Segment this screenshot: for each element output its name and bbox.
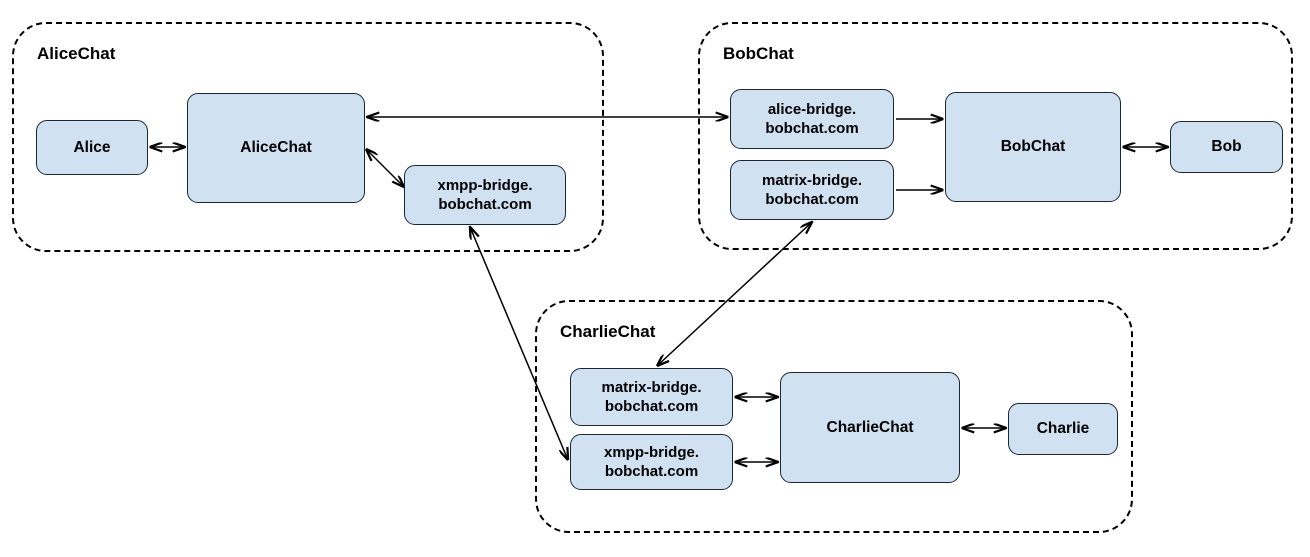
node-bobchat[interactable]: BobChat bbox=[945, 92, 1121, 202]
group-bobchat-group bbox=[698, 22, 1293, 250]
group-label-bobchat-group: BobChat bbox=[723, 44, 794, 63]
node-label-bob-alice-bridge: alice-bridge. bobchat.com bbox=[765, 100, 859, 137]
node-label-bob-matrix-bridge: matrix-bridge. bobchat.com bbox=[761, 171, 863, 208]
node-charlie[interactable]: Charlie bbox=[1008, 403, 1118, 455]
node-alice[interactable]: Alice bbox=[36, 120, 148, 175]
node-label-charliechat: CharlieChat bbox=[826, 418, 914, 436]
node-label-alice: Alice bbox=[73, 138, 111, 156]
group-label-alicechat-group: AliceChat bbox=[37, 44, 116, 63]
node-alice-xmpp-bridge[interactable]: xmpp-bridge. bobchat.com bbox=[404, 165, 566, 225]
node-charlie-xmpp-bridge[interactable]: xmpp-bridge. bobchat.com bbox=[570, 434, 733, 490]
node-label-alicechat: AliceChat bbox=[240, 139, 312, 157]
node-bob-matrix-bridge[interactable]: matrix-bridge. bobchat.com bbox=[730, 160, 894, 220]
group-label-charliechat-group: CharlieChat bbox=[560, 322, 656, 341]
node-charlie-matrix-bridge[interactable]: matrix-bridge. bobchat.com bbox=[570, 368, 733, 426]
node-label-charlie: Charlie bbox=[1036, 420, 1090, 438]
node-label-bob: Bob bbox=[1211, 138, 1242, 156]
node-charliechat[interactable]: CharlieChat bbox=[780, 372, 960, 483]
node-label-bobchat: BobChat bbox=[1000, 138, 1066, 156]
node-label-charlie-xmpp-bridge: xmpp-bridge. bobchat.com bbox=[603, 443, 699, 480]
node-bob-alice-bridge[interactable]: alice-bridge. bobchat.com bbox=[730, 89, 894, 149]
group-alicechat-group bbox=[12, 22, 604, 252]
node-label-charlie-matrix-bridge: matrix-bridge. bobchat.com bbox=[601, 378, 702, 415]
node-bob[interactable]: Bob bbox=[1170, 121, 1283, 173]
node-alicechat[interactable]: AliceChat bbox=[187, 93, 365, 203]
group-charliechat-group bbox=[535, 300, 1133, 533]
node-label-alice-xmpp-bridge: xmpp-bridge. bobchat.com bbox=[437, 176, 533, 213]
